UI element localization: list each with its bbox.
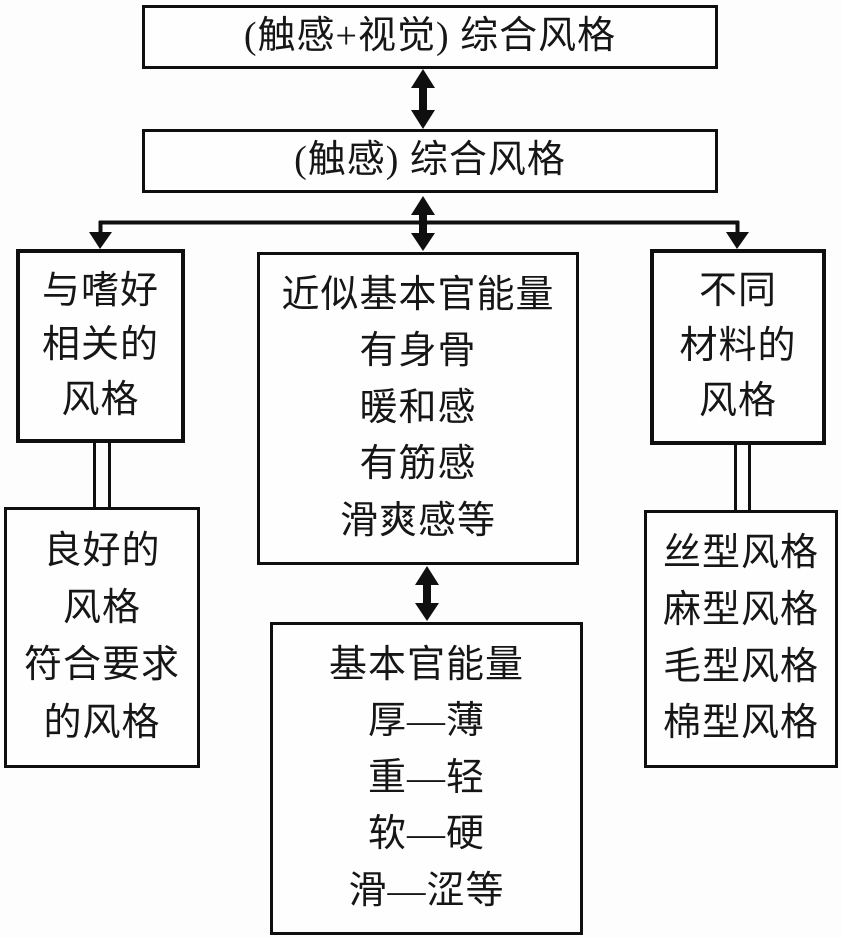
node-label-line: 滑—涩等 [348,869,505,912]
node-label-line: 风格 [698,380,777,423]
branch-line [89,220,749,249]
node-label-line: 有身骨 [359,330,477,373]
node-label-line: 相关的 [41,324,159,367]
node-label-line: 基本官能量 [328,643,524,686]
arrow-to-preference [89,221,112,249]
node-combined-style: (触感+视觉) 综合风格 [142,5,718,69]
node-label-line: 软—硬 [367,813,485,856]
node-label-line: 棉型风格 [662,702,819,745]
node-basic-sensory: 基本官能量 厚—薄 重—轻 软—硬 滑—涩等 [270,622,583,935]
double-arrow-touch-approx [411,196,435,251]
double-arrow-approx-basic [415,566,439,621]
node-label-line: 丝型风格 [662,532,819,575]
node-label-line: 重—轻 [367,756,485,799]
node-label-line: 近似基本官能量 [281,273,555,316]
node-label-line: 风格 [61,378,140,421]
node-label-line: 有筋感 [359,443,477,486]
node-label-line: 暖和感 [359,386,477,429]
node-label-line: 良好的 [43,529,161,572]
double-line-material-types [734,443,751,511]
node-label: (触感+视觉) 综合风格 [243,15,617,58]
double-line-preference-good [93,441,111,508]
node-label: (触感) 综合风格 [294,139,566,182]
node-label-line: 符合要求 [23,644,180,687]
node-touch-style: (触感) 综合风格 [142,129,718,193]
node-approx-sensory: 近似基本官能量 有身骨 暖和感 有筋感 滑爽感等 [257,252,579,565]
node-label-line: 毛型风格 [662,645,819,688]
node-label-line: 与嗜好 [41,269,159,312]
node-label-line: 材料的 [679,325,797,368]
node-material-style: 不同 材料的 风格 [650,249,826,445]
node-label-line: 滑爽感等 [339,499,496,542]
node-preference-style: 与嗜好 相关的 风格 [16,249,185,443]
arrow-to-material [726,221,749,249]
node-label-line: 风格 [62,586,141,629]
node-label-line: 麻型风格 [662,588,819,631]
node-good-style: 良好的 风格 符合要求 的风格 [4,507,200,768]
node-label-line: 的风格 [43,701,161,744]
node-label-line: 厚—薄 [367,700,485,743]
node-material-types: 丝型风格 麻型风格 毛型风格 棉型风格 [644,510,838,768]
double-arrow-combined-touch [411,69,435,129]
node-label-line: 不同 [698,270,777,313]
